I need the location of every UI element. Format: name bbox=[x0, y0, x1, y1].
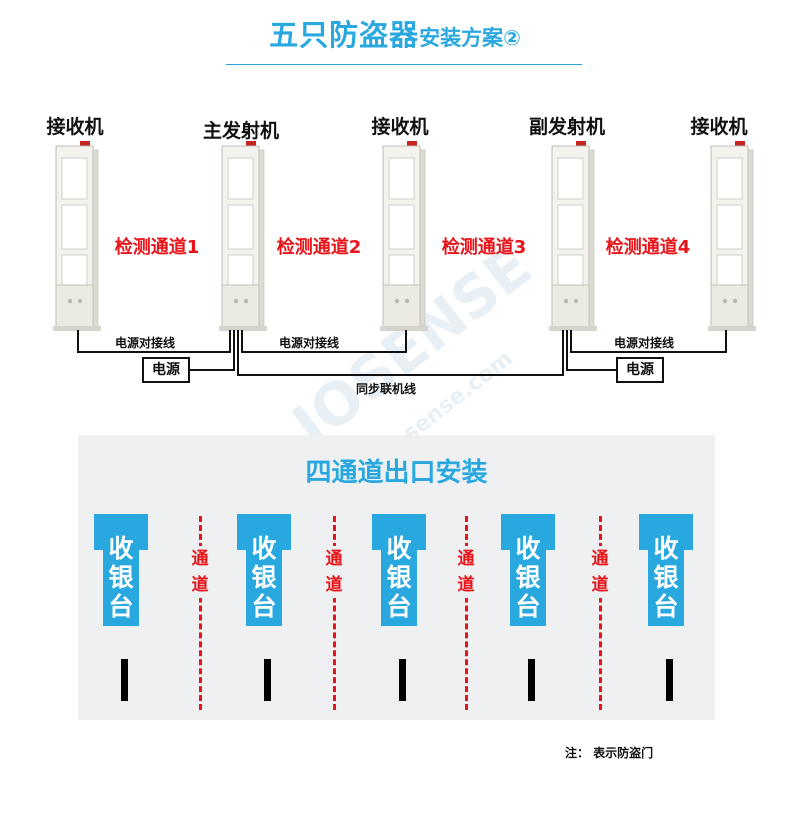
lane-divider-1 bbox=[199, 516, 202, 710]
power-box-right: 电源 bbox=[616, 357, 664, 383]
anti-theft-door-2 bbox=[264, 659, 271, 701]
exit-layout-title: 四通道出口安装 bbox=[305, 458, 488, 488]
anti-theft-door-4 bbox=[528, 659, 535, 701]
gate-label-receiver-2: 接收机 bbox=[371, 116, 429, 138]
checkout-counter-label-5: 收银台 bbox=[653, 534, 679, 621]
channel-label-4: 检测通道4 bbox=[605, 237, 691, 258]
gate-label-receiver-1: 接收机 bbox=[46, 116, 104, 138]
antenna-gates bbox=[52, 140, 757, 332]
title-main: 五只防盗器 bbox=[269, 18, 420, 52]
page-title: 五只防盗器安装方案② bbox=[0, 12, 790, 54]
channel-label-2: 检测通道2 bbox=[276, 237, 362, 258]
power-box-left: 电源 bbox=[142, 357, 190, 383]
anti-theft-door-3 bbox=[399, 659, 406, 701]
checkout-counter-3 bbox=[372, 514, 426, 626]
lane-divider-2 bbox=[333, 516, 336, 710]
title-divider bbox=[226, 64, 582, 65]
legend-note-text: 注： 表示防盗门 bbox=[565, 746, 654, 760]
anti-theft-door-1 bbox=[121, 659, 128, 701]
checkout-counter-4 bbox=[501, 514, 555, 626]
lane-label-4: 通道 bbox=[591, 549, 609, 595]
checkout-counter-5 bbox=[639, 514, 693, 626]
lane-label-2: 通道 bbox=[325, 549, 343, 595]
gate-label-main-transmitter: 主发射机 bbox=[202, 120, 279, 142]
title-sub: 安装方案② bbox=[419, 26, 521, 50]
anti-theft-door-5 bbox=[666, 659, 673, 701]
checkout-counter-label-2: 收银台 bbox=[251, 534, 277, 621]
power-pair-label-3: 电源对接线 bbox=[612, 334, 677, 351]
lane-label-3: 通道 bbox=[457, 549, 475, 595]
sync-cable-label: 同步联机线 bbox=[356, 382, 417, 396]
gate-receiver-3 bbox=[707, 140, 757, 332]
legend-note: 注： 表示防盗门 bbox=[565, 744, 653, 761]
lane-label-1: 通道 bbox=[191, 549, 209, 595]
checkout-counter-label-4: 收银台 bbox=[515, 534, 541, 621]
channel-label-3: 检测通道3 bbox=[441, 237, 527, 258]
lane-divider-4 bbox=[599, 516, 602, 710]
lane-divider-3 bbox=[465, 516, 468, 710]
checkout-counter-2 bbox=[237, 514, 291, 626]
power-pair-label-2: 电源对接线 bbox=[277, 334, 342, 351]
power-pair-label-1: 电源对接线 bbox=[113, 334, 178, 351]
channel-label-1: 检测通道1 bbox=[114, 237, 200, 258]
checkout-counter-label-3: 收银台 bbox=[386, 534, 412, 621]
checkout-counter-label-1: 收银台 bbox=[108, 534, 134, 621]
gate-label-receiver-3: 接收机 bbox=[690, 116, 748, 138]
checkout-counter-1 bbox=[94, 514, 148, 626]
gate-label-sub-transmitter: 副发射机 bbox=[528, 116, 605, 138]
